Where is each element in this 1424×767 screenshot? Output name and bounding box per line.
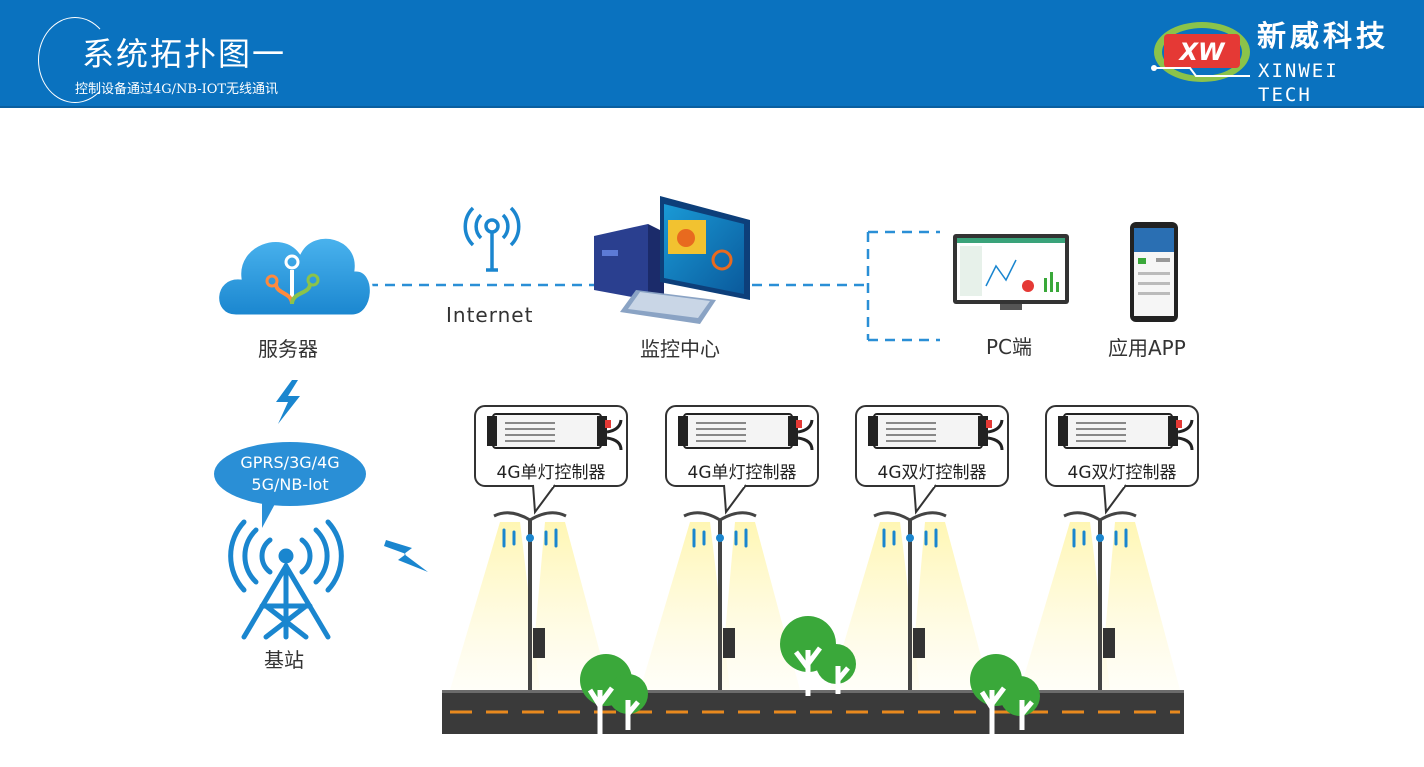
monitor-center-computer-icon	[594, 196, 750, 324]
controller-callout	[1045, 405, 1199, 515]
controller-callout	[665, 405, 819, 515]
light-signal-icons	[502, 528, 1128, 548]
controller-callout	[474, 405, 628, 515]
controller-device-icon	[487, 413, 623, 451]
pc-monitor-icon	[953, 234, 1069, 310]
road	[442, 690, 1184, 734]
tree-icon	[970, 654, 1040, 734]
street-light-2	[640, 511, 800, 690]
server-label: 服务器	[258, 337, 318, 361]
logo-mark-icon: XW	[1151, 22, 1250, 82]
controller-label: 4G双灯控制器	[877, 463, 987, 483]
network-type-line2: 5G/NB-lot	[251, 475, 329, 494]
controller-callout	[855, 405, 1009, 515]
street-light-1	[450, 511, 610, 690]
street-light-4	[1020, 511, 1180, 690]
page-title: 系统拓扑图一	[82, 35, 287, 73]
network-bubble	[214, 442, 366, 528]
signal-dot-icon	[906, 534, 914, 542]
controller-device-icon	[868, 413, 1004, 451]
tree-icon	[580, 654, 648, 734]
mobile-app-phone-icon	[1130, 222, 1178, 322]
pc-label: PC端	[986, 335, 1033, 359]
signal-dot-icon	[1096, 534, 1104, 542]
street-light-3	[830, 511, 990, 690]
internet-label: Internet	[446, 303, 534, 327]
controller-label: 4G单灯控制器	[496, 463, 606, 483]
company-logo: XW 新威科技 XINWEI TECH	[1150, 12, 1400, 106]
network-type-line1: GPRS/3G/4G	[240, 453, 340, 472]
controller-label: 4G双灯控制器	[1067, 463, 1177, 483]
logo-company-name: 新威科技	[1257, 19, 1390, 53]
base-station-label: 基站	[264, 648, 304, 672]
internet-antenna-icon	[463, 206, 521, 272]
lightning-bolt-icon	[276, 380, 300, 424]
base-station-tower-icon	[228, 519, 344, 640]
logo-company-name-en: XINWEI TECH	[1258, 60, 1339, 106]
logo-mark-text: XW	[1178, 38, 1227, 66]
header-bar: 系统拓扑图一 控制设备通过4G/NB-IOT无线通讯 XW 新威科技 XINWE…	[0, 0, 1424, 108]
network-links	[368, 230, 940, 342]
controller-device-icon	[678, 413, 814, 451]
controller-label: 4G单灯控制器	[687, 463, 797, 483]
signal-dot-icon	[526, 534, 534, 542]
lightning-bolt-icon	[384, 540, 428, 572]
monitor-center-label: 监控中心	[640, 337, 720, 361]
page-subtitle: 控制设备通过4G/NB-IOT无线通讯	[75, 82, 279, 97]
tree-icon	[780, 616, 856, 696]
server-cloud-icon	[216, 235, 373, 318]
signal-dot-icon	[716, 534, 724, 542]
controller-device-icon	[1058, 413, 1194, 451]
app-label: 应用APP	[1108, 336, 1186, 360]
header-circle-decoration	[38, 17, 112, 103]
